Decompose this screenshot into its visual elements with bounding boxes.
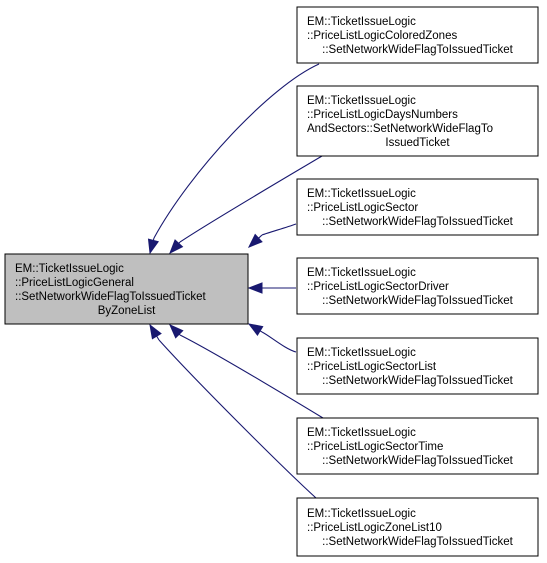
node-label-line: ByZoneList [98, 305, 156, 317]
node-label-line: ::PriceListLogicZoneList10 [307, 522, 442, 534]
node-label-line: EM::TicketIssueLogic [307, 427, 416, 439]
call-edge [247, 282, 296, 294]
caller-node[interactable]: EM::TicketIssueLogic::PriceListLogicSect… [296, 417, 539, 475]
node-label-line: EM::TicketIssueLogic [15, 263, 124, 275]
call-edge [247, 223, 297, 248]
caller-node[interactable]: EM::TicketIssueLogic::PriceListLogicSect… [296, 337, 539, 395]
node-label-line: ::PriceListLogicColoredZones [307, 30, 457, 42]
node-label-line: EM::TicketIssueLogic [307, 95, 416, 107]
call-edge [247, 323, 297, 353]
node-label-line: ::SetNetworkWideFlagToIssuedTicket [322, 216, 513, 228]
node-box [296, 178, 539, 236]
arrow-head-icon [247, 323, 264, 336]
node-label-line: ::PriceListLogicDaysNumbers [307, 109, 458, 121]
arrow-head-icon [247, 233, 263, 248]
node-label-line: ::SetNetworkWideFlagToIssuedTicket [322, 44, 513, 56]
node-box [296, 417, 539, 475]
arrow-head-icon [247, 282, 263, 294]
arrow-head-icon [149, 323, 162, 340]
call-graph-nodes: EM::TicketIssueLogic::PriceListLogicGene… [4, 6, 539, 557]
caller-node[interactable]: EM::TicketIssueLogic::PriceListLogicSect… [296, 257, 539, 315]
node-label-line: EM::TicketIssueLogic [307, 508, 416, 520]
node-label-line: ::PriceListLogicSector [307, 202, 418, 214]
node-box [296, 257, 539, 315]
node-label-line: ::PriceListLogicGeneral [15, 277, 134, 289]
node-label-line: ::SetNetworkWideFlagToIssuedTicket [15, 291, 206, 303]
caller-node[interactable]: EM::TicketIssueLogic::PriceListLogicColo… [296, 6, 539, 64]
caller-node[interactable]: EM::TicketIssueLogic::PriceListLogicSect… [296, 178, 539, 236]
caller-node[interactable]: EM::TicketIssueLogic::PriceListLogicDays… [296, 85, 539, 157]
node-label-line: ::PriceListLogicSectorList [307, 361, 437, 373]
call-edge [169, 155, 323, 255]
node-label-line: ::SetNetworkWideFlagToIssuedTicket [322, 536, 513, 548]
node-label-line: AndSectors::SetNetworkWideFlagTo [307, 123, 493, 135]
node-box [296, 85, 539, 157]
node-label-line: EM::TicketIssueLogic [307, 267, 416, 279]
node-label-line: EM::TicketIssueLogic [307, 347, 416, 359]
center-function-node[interactable]: EM::TicketIssueLogic::PriceListLogicGene… [4, 253, 249, 325]
node-label-line: ::PriceListLogicSectorDriver [307, 281, 449, 293]
node-label-line: ::SetNetworkWideFlagToIssuedTicket [322, 455, 513, 467]
arrow-head-icon [169, 324, 184, 339]
call-edge [169, 324, 324, 419]
caller-node[interactable]: EM::TicketIssueLogic::PriceListLogicZone… [296, 497, 539, 557]
node-box [4, 253, 249, 325]
node-label-line: EM::TicketIssueLogic [307, 188, 416, 200]
node-label-line: ::SetNetworkWideFlagToIssuedTicket [322, 295, 513, 307]
node-label-line: ::SetNetworkWideFlagToIssuedTicket [322, 375, 513, 387]
node-box [296, 337, 539, 395]
arrow-head-icon [169, 239, 184, 255]
node-label-line: EM::TicketIssueLogic [307, 16, 416, 28]
arrow-head-icon [147, 238, 160, 255]
call-graph-edges [147, 63, 324, 499]
node-box [296, 497, 539, 557]
node-label-line: IssuedTicket [385, 137, 450, 149]
call-edge [149, 323, 317, 499]
call-edge [147, 63, 320, 255]
node-box [296, 6, 539, 64]
node-label-line: ::PriceListLogicSectorTime [307, 441, 443, 453]
